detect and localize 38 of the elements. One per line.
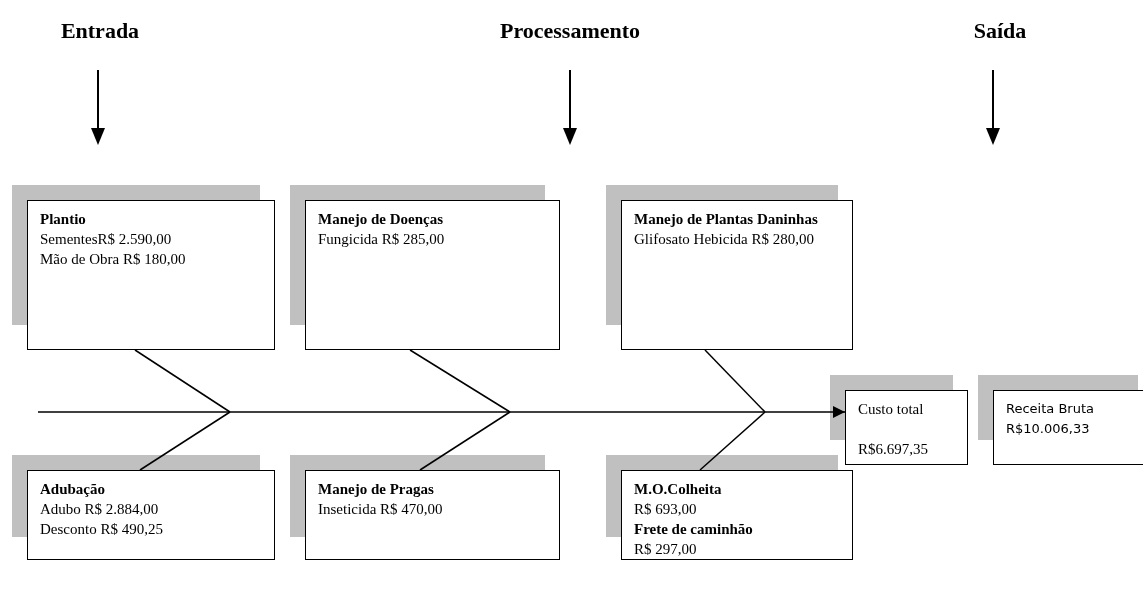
box-text: R$6.697,35: [858, 440, 929, 459]
box-heading: Plantio: [40, 210, 87, 229]
box-text: Inseticida R$ 470,00: [318, 500, 444, 519]
box-text: R$ 297,00: [634, 540, 698, 559]
box-text: SementesR$ 2.590,00: [40, 230, 173, 249]
connector-line: [699, 411, 766, 471]
box-text: Mão de Obra R$ 180,00: [40, 250, 187, 269]
box-text: Fungicida R$ 285,00: [318, 230, 446, 249]
connector-line: [419, 411, 511, 471]
cost-box: [621, 200, 853, 350]
column-heading: Saída: [973, 18, 1027, 44]
cost-box: [305, 470, 560, 560]
cost-box: [27, 200, 275, 350]
column-heading: Processamento: [499, 18, 641, 44]
box-heading: Frete de caminhão: [634, 520, 754, 539]
box-text: Custo total: [858, 400, 925, 419]
connector-line: [139, 411, 231, 471]
box-text: Glifosato Hebicida R$ 280,00: [634, 230, 815, 249]
connector-line: [134, 349, 231, 413]
box-text: R$ 693,00: [634, 500, 698, 519]
connector-line: [409, 349, 511, 413]
cost-box: [621, 470, 853, 560]
box-heading: Manejo de Plantas Daninhas: [634, 210, 819, 229]
connector-line: [704, 349, 766, 413]
cost-box: [305, 200, 560, 350]
cost-box: [993, 390, 1143, 465]
cost-box: [845, 390, 968, 465]
box-text: Receita Bruta: [1006, 400, 1095, 418]
box-heading: Manejo de Pragas: [318, 480, 435, 499]
box-text: Adubo R$ 2.884,00: [40, 500, 160, 519]
box-heading: Manejo de Doenças: [318, 210, 444, 229]
box-text: R$10.006,33: [1006, 420, 1091, 438]
cost-box: [27, 470, 275, 560]
box-heading: Adubação: [40, 480, 107, 499]
box-heading: M.O.Colheita: [634, 480, 723, 499]
box-text: Desconto R$ 490,25: [40, 520, 164, 539]
column-heading: Entrada: [60, 18, 140, 44]
arrow: [37, 406, 846, 418]
